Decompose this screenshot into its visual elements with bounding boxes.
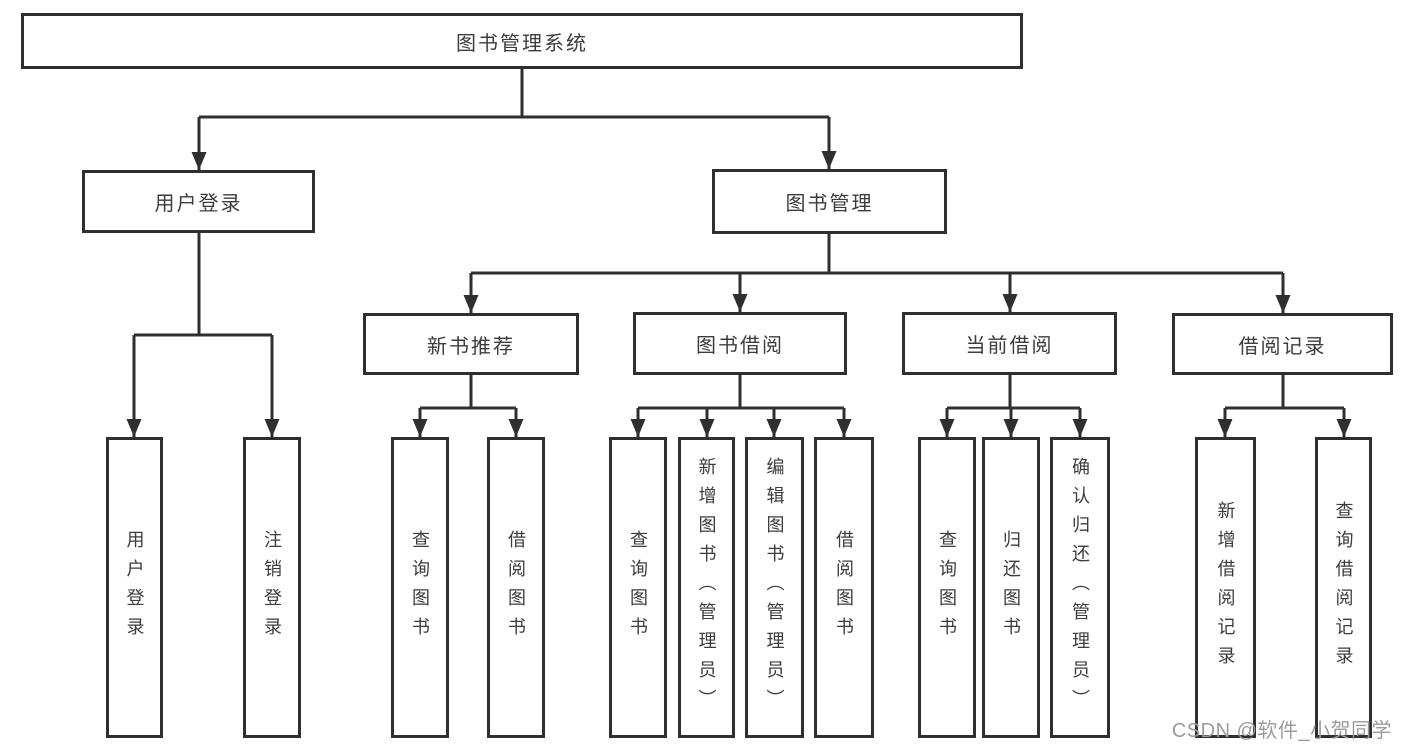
node-new-book-recommend: 新书推荐	[363, 313, 579, 375]
node-borrow-records: 借阅记录	[1172, 313, 1393, 375]
leaf-edit-book-admin: 编辑图书（管理员）	[745, 437, 804, 738]
node-user-login-group: 用户登录	[82, 170, 315, 233]
node-book-management: 图书管理	[712, 169, 947, 234]
leaf-borrow-book-recommend: 借阅图书	[487, 437, 545, 738]
node-current-borrow: 当前借阅	[902, 312, 1117, 375]
watermark: CSDN @软件_小贺同学	[1171, 720, 1392, 742]
leaf-add-borrow-record: 新增借阅记录	[1195, 437, 1256, 738]
leaf-confirm-return-admin: 确认归还（管理员）	[1050, 437, 1110, 738]
leaf-logout: 注销登录	[243, 437, 301, 738]
leaf-query-book-borrow: 查询图书	[609, 437, 667, 738]
leaf-query-book-current: 查询图书	[918, 437, 976, 738]
node-book-borrow: 图书借阅	[633, 312, 847, 375]
leaf-query-borrow-record: 查询借阅记录	[1315, 437, 1372, 738]
leaf-return-book: 归还图书	[982, 437, 1040, 738]
leaf-query-book-recommend: 查询图书	[391, 437, 449, 738]
leaf-add-book-admin: 新增图书（管理员）	[678, 437, 735, 738]
node-root-library-system: 图书管理系统	[21, 13, 1023, 69]
leaf-borrow-book: 借阅图书	[814, 437, 874, 738]
leaf-user-login: 用户登录	[106, 437, 163, 738]
